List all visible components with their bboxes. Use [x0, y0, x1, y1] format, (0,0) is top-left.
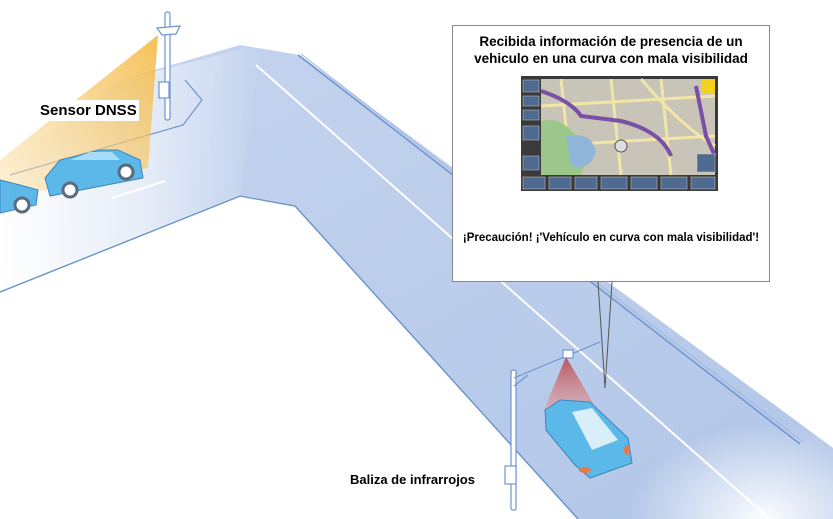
infrared-beacon-label: Baliza de infrarrojos [350, 472, 475, 487]
sensor-pole [155, 11, 182, 121]
beacon-pole [504, 341, 601, 511]
callout-tail-2 [604, 281, 613, 389]
callout-title-line1: Recibida información de presencia de un [479, 34, 743, 49]
ir-beam [544, 357, 596, 410]
callout-box: Recibida información de presencia de un … [452, 25, 770, 282]
callout-tail [597, 281, 606, 389]
road-edge-lower [0, 195, 579, 519]
car-on-curve [544, 399, 633, 479]
lane-line [255, 64, 771, 519]
sensor-dnss-label: Sensor DNSS [38, 100, 139, 121]
callout-title-line2: vehiculo en una curva con mala visibilid… [474, 51, 748, 66]
car-waiting-2 [0, 179, 39, 214]
stop-line [111, 180, 166, 199]
warning-message: ¡Precaución! ¡'Vehículo en curva con mal… [462, 232, 760, 244]
callout-title: Recibida información de presencia de un … [453, 33, 769, 67]
car-waiting-1 [44, 149, 144, 199]
navigation-map-screen [521, 76, 718, 191]
